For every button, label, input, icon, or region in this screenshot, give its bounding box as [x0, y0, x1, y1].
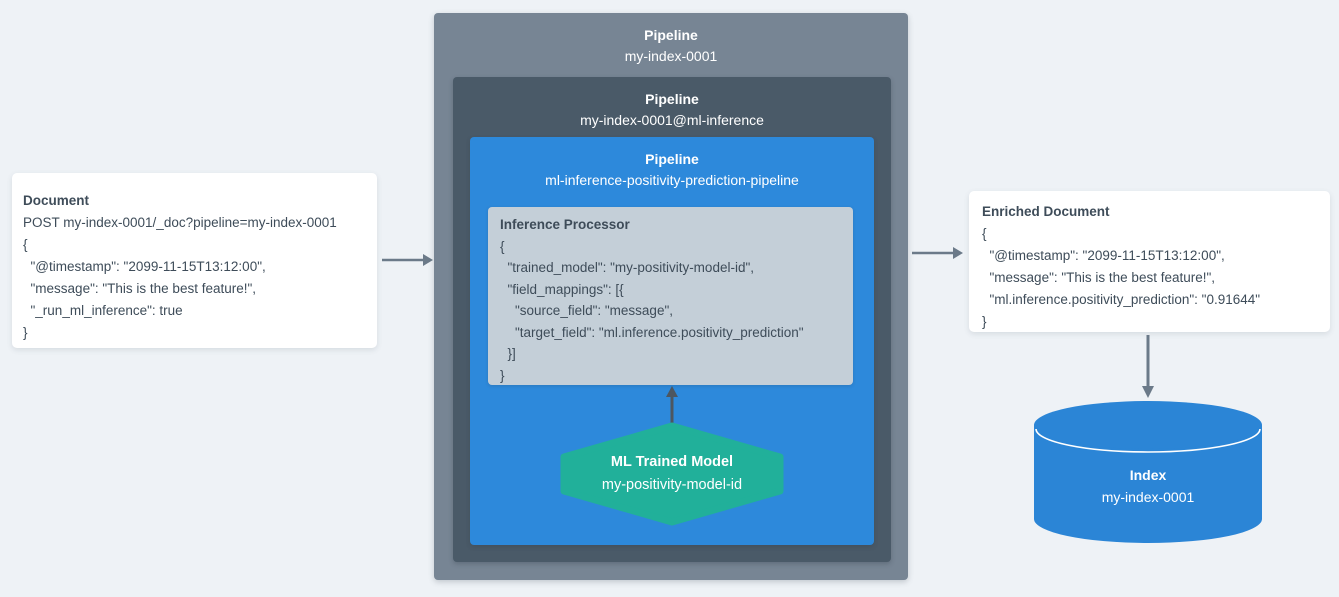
enriched-document-code-line: {	[982, 226, 987, 241]
pipeline-inner-name: ml-inference-positivity-prediction-pipel…	[545, 172, 799, 188]
enriched-document-code-line: "ml.inference.positivity_prediction": "0…	[982, 292, 1261, 307]
enriched-document-code-line: }	[982, 314, 987, 329]
ml-trained-model-label: ML Trained Model my-positivity-model-id	[560, 422, 784, 526]
inference-processor-code-line: "trained_model": "my-positivity-model-id…	[500, 260, 755, 275]
ml-trained-model-hexagon: ML Trained Model my-positivity-model-id	[560, 422, 784, 526]
document-code-line: {	[23, 237, 28, 252]
inference-processor-code-line: }]	[500, 346, 516, 361]
arrow-down-icon	[1142, 335, 1154, 398]
inference-processor-card: Inference Processor { "trained_model": "…	[488, 207, 853, 385]
enriched-document-code-line: "message": "This is the best feature!",	[982, 270, 1216, 285]
document-code-line: "message": "This is the best feature!",	[23, 281, 257, 296]
document-code-line: "_run_ml_inference": true	[23, 303, 183, 318]
hexagon-shape-icon	[560, 422, 784, 526]
pipeline-inner-header: Pipeline ml-inference-positivity-predict…	[470, 137, 874, 191]
pipeline-inner-title: Pipeline	[645, 151, 699, 167]
inference-processor-code-line: {	[500, 238, 505, 254]
document-card: Document POST my-index-0001/_doc?pipelin…	[12, 173, 377, 348]
arrow-right-icon	[382, 254, 433, 266]
arrow-up-icon	[666, 386, 678, 424]
database-cylinder-icon	[1034, 401, 1262, 543]
arrow-right-icon	[912, 247, 963, 259]
inference-processor-code-line: "source_field": "message",	[500, 303, 673, 318]
document-card-title: Document	[23, 193, 90, 208]
inference-processor-code-line: }	[500, 367, 505, 383]
inference-processor-code-line: "field_mappings": [{	[500, 281, 624, 297]
ml-trained-model-name: my-positivity-model-id	[601, 477, 743, 493]
pipeline-middle-name: my-index-0001@ml-inference	[580, 112, 764, 128]
pipeline-outer-title: Pipeline	[644, 27, 698, 43]
enriched-document-card: Enriched Document { "@timestamp": "2099-…	[969, 191, 1330, 332]
inference-processor-code-line: "target_field": "ml.inference.positivity…	[500, 324, 804, 340]
ml-trained-model-title: ML Trained Model	[610, 454, 734, 470]
pipeline-middle-header: Pipeline my-index-0001@ml-inference	[453, 77, 891, 131]
document-code-line: POST my-index-0001/_doc?pipeline=my-inde…	[23, 215, 337, 230]
index-label: Index my-index-0001	[1033, 464, 1263, 508]
pipeline-outer-name: my-index-0001	[624, 48, 718, 64]
index-title: Index	[1129, 467, 1167, 483]
enriched-document-code-line: "@timestamp": "2099-11-15T13:12:00",	[982, 248, 1225, 263]
document-code-line: }	[23, 325, 28, 340]
index-cylinder: Index my-index-0001	[1033, 400, 1263, 545]
pipeline-outer-header: Pipeline my-index-0001	[434, 13, 908, 67]
inference-processor-title: Inference Processor	[500, 217, 630, 232]
index-name: my-index-0001	[1101, 489, 1195, 505]
document-code-line: "@timestamp": "2099-11-15T13:12:00",	[23, 259, 266, 274]
enriched-document-title: Enriched Document	[982, 204, 1110, 219]
pipeline-middle-title: Pipeline	[645, 91, 699, 107]
